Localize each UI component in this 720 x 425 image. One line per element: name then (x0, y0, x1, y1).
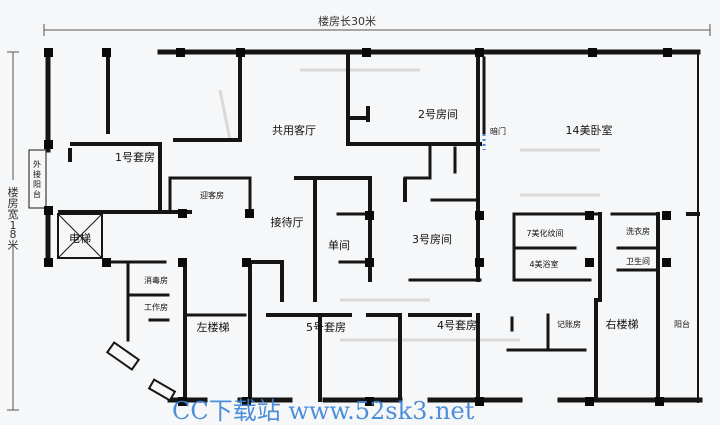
label-laundry: 洗衣房 (626, 226, 650, 236)
label-beauty-bath: 4美浴室 (529, 259, 558, 269)
elevator-shaft (57, 213, 103, 259)
width-char-6: 米 (8, 239, 19, 252)
label-balcony: 阳台 (674, 319, 690, 329)
structural-columns (44, 48, 672, 406)
width-char-1: 楼 (8, 185, 19, 199)
label-reception: 接待厅 (271, 215, 304, 229)
background-ghost-lines (218, 68, 600, 342)
external-balcony-box: 外 接 阳 台 (28, 149, 47, 209)
outer-walls (45, 49, 703, 403)
interior-walls (58, 54, 700, 402)
width-char-4: 1 (10, 219, 17, 232)
label-left-stairs: 左楼梯 (197, 320, 230, 334)
ext-char-2: 接 (33, 169, 41, 179)
label-room14: 14美卧室 (566, 123, 613, 137)
length-label: 楼房长30米 (318, 14, 376, 28)
width-dimension: 楼 房 宽 1 8 米 (5, 51, 21, 411)
room-labels: 1号套房 共用客厅 2号房间 暗门 14美卧室 迎客房 接待厅 电梯 单间 3号… (69, 108, 690, 334)
label-right-stairs: 右楼梯 (606, 317, 639, 331)
label-shared-lounge: 共用客厅 (272, 123, 316, 137)
ext-char-3: 阳 (33, 180, 41, 189)
watermark-text: CC下载站 www.52sk3.net (172, 397, 475, 425)
label-room4: 4号套房 (437, 319, 477, 332)
label-elevator: 电梯 (69, 232, 91, 245)
width-char-3: 宽 (8, 207, 19, 221)
ext-char-4: 台 (33, 189, 41, 199)
label-disinfection: 消毒房 (144, 275, 168, 285)
ext-char-1: 外 (33, 159, 41, 169)
label-dark-door: 暗门 (490, 126, 506, 136)
length-dimension: 楼房长30米 (43, 12, 711, 36)
label-room3: 3号房间 (412, 233, 452, 246)
label-room2: 2号房间 (418, 108, 458, 121)
stair-fragments (105, 341, 177, 402)
label-toilet: 卫生间 (626, 256, 650, 266)
label-accounting: 记账房 (557, 319, 581, 329)
label-room5: 5号套房 (306, 321, 346, 334)
width-char-2: 房 (8, 197, 19, 210)
label-beauty-tattoo: 7美化纹间 (526, 228, 563, 238)
label-workroom: 工作房 (144, 302, 168, 312)
width-char-5: 8 (10, 228, 17, 241)
label-room1: 1号套房 (115, 151, 155, 164)
label-guest-room: 迎客房 (200, 190, 224, 200)
label-single-room: 单间 (328, 239, 350, 252)
